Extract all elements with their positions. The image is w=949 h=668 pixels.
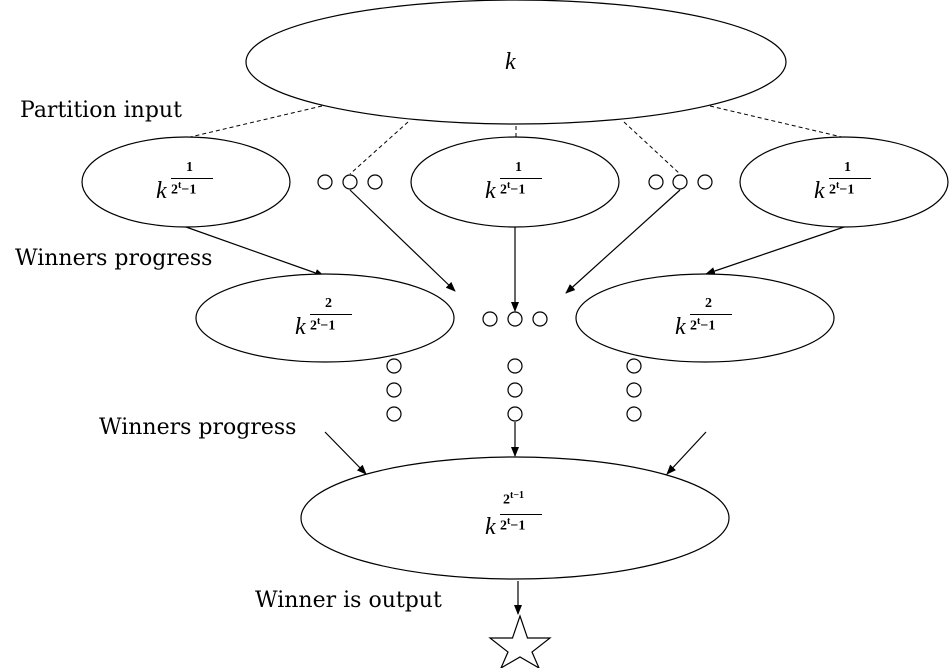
winners-progress-label-1: Winners progress (15, 246, 213, 271)
level1-left-bar (171, 178, 213, 179)
level2-left-base: k (295, 314, 306, 340)
level1-right-bar (829, 178, 871, 179)
level1-left-den: 2t−1 (171, 180, 197, 198)
level2-right-bar (690, 314, 732, 315)
partition-lines (185, 105, 847, 175)
progress-arrows-1 (185, 189, 845, 312)
winner-output-label: Winner is output (255, 588, 442, 613)
root-node-label: k (505, 49, 516, 76)
level2-left-den: 2t−1 (310, 316, 336, 334)
winner-star-icon (488, 614, 552, 668)
level2-left-bar (310, 314, 352, 315)
final-num: 2t−1 (503, 490, 525, 508)
level2-right-base: k (675, 314, 686, 340)
final-base: k (485, 514, 496, 540)
root-ellipse (245, 0, 787, 125)
level1-center-base: k (485, 178, 496, 204)
level2-ellipse-left (195, 273, 455, 363)
final-bar (500, 514, 542, 515)
final-ellipse (300, 456, 730, 580)
level1-right-den: 2t−1 (829, 180, 855, 198)
level2-left-num: 2 (325, 296, 332, 311)
final-den: 2t−1 (500, 516, 526, 534)
level1-center-bar (500, 178, 542, 179)
partition-label: Partition input (20, 98, 182, 123)
level2-ellipse-right (575, 273, 835, 363)
vertical-ellipsis-dots (386, 358, 642, 422)
progress-arrows-2 (324, 422, 707, 475)
level1-right-num: 1 (844, 160, 851, 175)
ellipsis-dots-level1 (317, 174, 713, 190)
level2-right-den: 2t−1 (690, 316, 716, 334)
level1-center-num: 1 (515, 160, 522, 175)
ellipsis-dots-level2 (482, 311, 548, 327)
level2-right-num: 2 (705, 296, 712, 311)
level1-right-base: k (814, 178, 825, 204)
level1-center-den: 2t−1 (500, 180, 526, 198)
winners-progress-label-2: Winners progress (99, 415, 297, 440)
level1-left-base: k (156, 178, 167, 204)
root-k: k (505, 49, 516, 75)
level1-left-num: 1 (186, 160, 193, 175)
